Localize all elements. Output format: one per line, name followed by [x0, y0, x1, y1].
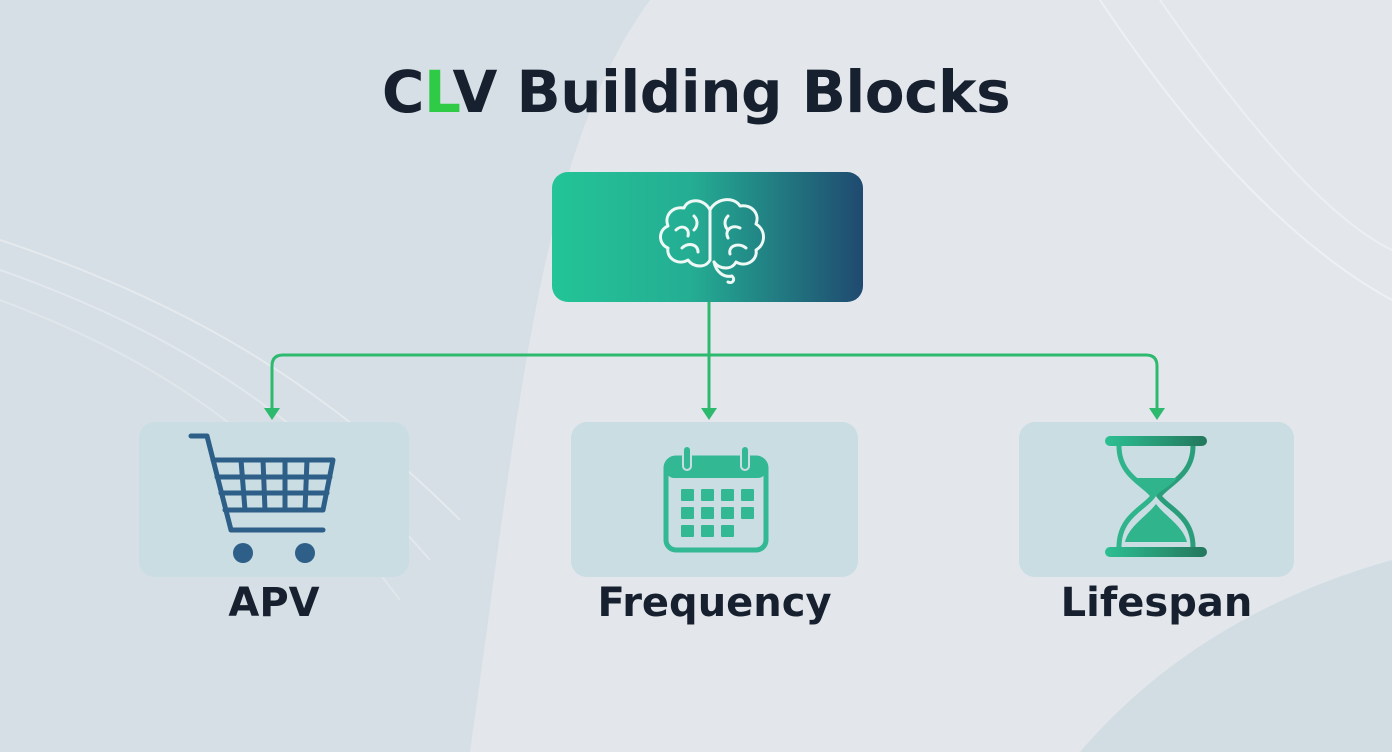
- root-node: [552, 172, 863, 302]
- title-suffix: V Building Blocks: [452, 58, 1011, 126]
- arrowhead-lifespan: [1149, 408, 1165, 420]
- hourglass-icon: [1105, 436, 1207, 557]
- label-apv: APV: [228, 580, 320, 626]
- arrowhead-frequency: [701, 408, 717, 420]
- node-apv: [139, 422, 409, 577]
- shopping-cart-icon: [188, 433, 336, 563]
- arrowhead-apv: [264, 408, 280, 420]
- diagram-title: CLV Building Blocks: [0, 58, 1392, 126]
- label-frequency: Frequency: [597, 580, 832, 626]
- brain-icon: [659, 198, 765, 284]
- node-frequency: [571, 422, 858, 577]
- calendar-icon: [663, 445, 769, 553]
- title-accent-letter: L: [423, 58, 453, 126]
- title-prefix: C: [381, 58, 425, 126]
- label-lifespan: Lifespan: [1060, 580, 1253, 626]
- node-lifespan: [1019, 422, 1294, 577]
